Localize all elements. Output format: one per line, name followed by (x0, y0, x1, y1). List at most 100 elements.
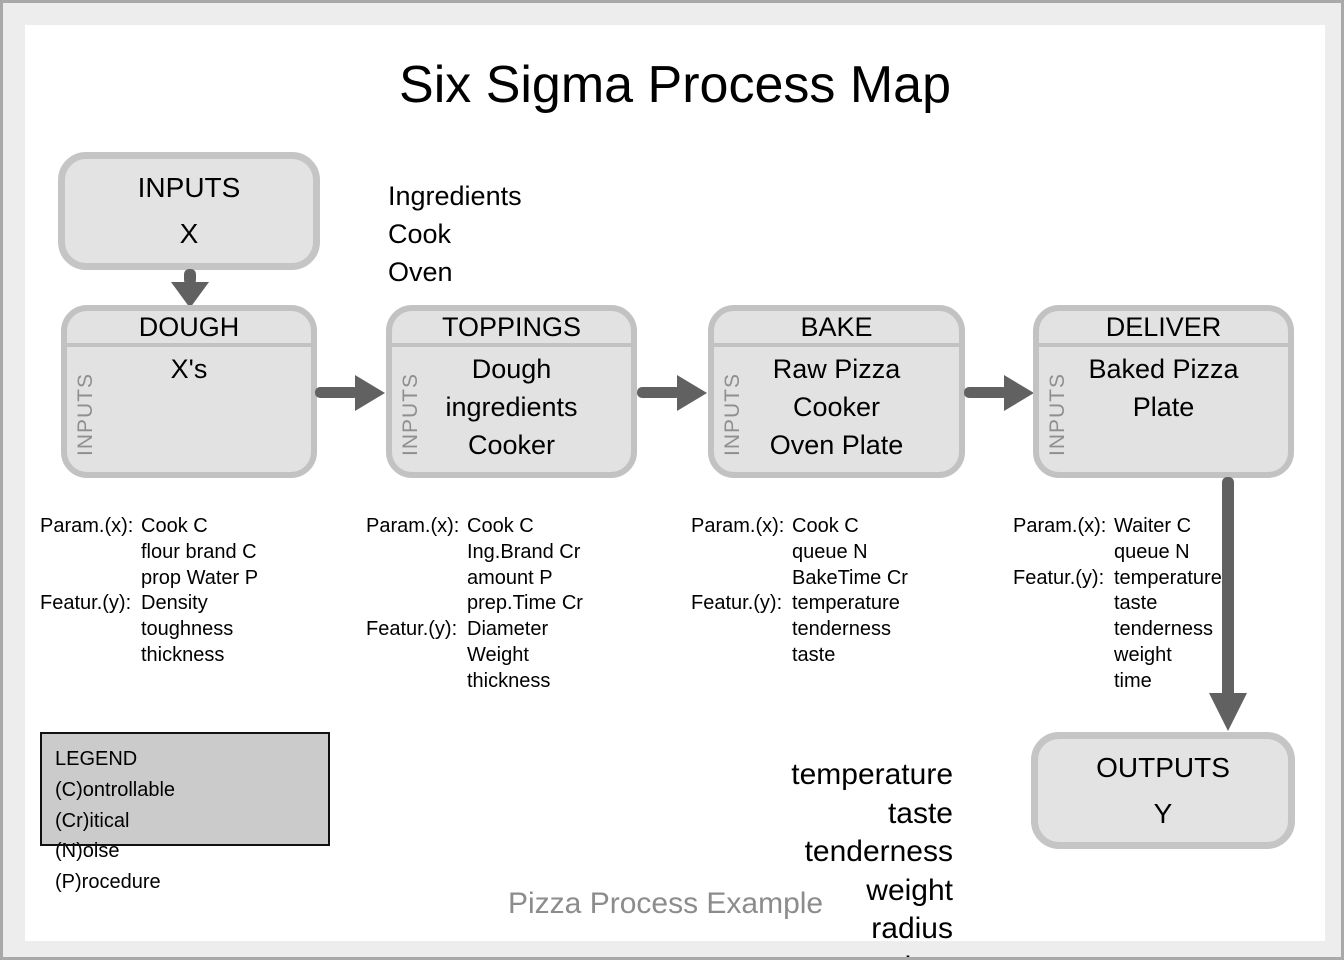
arrow-deliver-to-outputs-shaft (1222, 477, 1234, 699)
arrow-dough-to-toppings-shaft (315, 387, 359, 398)
param-label (691, 566, 792, 592)
param-label (40, 643, 141, 669)
inputs-box-symbol: X (179, 218, 199, 249)
legend-item: (Cr)itical (55, 809, 130, 832)
process-box-bake-side-label: INPUTS (721, 372, 744, 456)
output-feature-item: tenderness (804, 835, 953, 869)
param-column-toppings: Param.(x):Cook C Ing.Brand Cr amount P p… (366, 514, 583, 695)
param-value: weight (1114, 643, 1172, 666)
process-box-deliver-line: Plate (1132, 392, 1195, 422)
arrow-inputs-to-dough-shaft (184, 269, 196, 285)
param-value: flour brand C (141, 540, 257, 563)
param-value: queue N (1114, 540, 1190, 563)
param-value: temperature (1114, 566, 1222, 589)
global-input-item: Ingredients (388, 181, 522, 211)
process-box-toppings-header: TOPPINGS (392, 311, 631, 347)
arrow-bake-to-deliver-head-icon (1004, 375, 1034, 411)
process-box-toppings-body: Dough ingredients Cooker (392, 347, 631, 464)
param-column-dough: Param.(x):Cook C flour brand C prop Wate… (40, 514, 258, 669)
param-value: Cook C (792, 515, 859, 537)
process-box-toppings-line: Dough (471, 354, 552, 384)
global-inputs-list: Ingredients Cook Oven (388, 177, 522, 291)
process-box-bake-line: Cooker (792, 392, 881, 422)
param-label: Param.(x): (1013, 515, 1107, 537)
param-label (1013, 540, 1114, 566)
process-box-toppings-line: Cooker (467, 430, 556, 460)
process-box-toppings: TOPPINGS Dough ingredients Cooker INPUTS (386, 305, 637, 478)
legend-item: (C)ontrollable (55, 778, 176, 801)
param-value: Diameter (467, 618, 549, 641)
param-value: tenderness (792, 618, 891, 641)
param-label (366, 643, 467, 669)
param-value: amount P (467, 566, 553, 589)
arrow-deliver-to-outputs-head-icon (1209, 693, 1247, 731)
process-box-dough-header: DOUGH (67, 311, 311, 347)
arrow-bake-to-deliver-shaft (964, 387, 1008, 398)
param-label: Param.(x): (40, 515, 134, 537)
param-label (40, 540, 141, 566)
param-label (1013, 669, 1114, 695)
param-label (1013, 643, 1114, 669)
param-value: BakeTime Cr (792, 566, 908, 589)
process-box-bake-body: Raw Pizza Cooker Oven Plate (714, 347, 959, 464)
output-feature-list: temperature taste tenderness weight radi… (603, 756, 953, 957)
arrow-toppings-to-bake-shaft (637, 387, 681, 398)
param-label (691, 617, 792, 643)
param-label: Featur.(y): (691, 592, 783, 615)
process-box-bake-header: BAKE (714, 311, 959, 347)
outputs-box-symbol: Y (1153, 797, 1173, 829)
param-label: Featur.(y): (40, 592, 132, 615)
param-value: Ing.Brand Cr (467, 540, 581, 563)
legend-box (40, 732, 330, 846)
param-value: prop Water P (141, 566, 259, 589)
param-value: taste (1114, 592, 1158, 615)
param-label (366, 591, 467, 617)
output-feature-item: weight (866, 873, 953, 907)
arrow-inputs-to-dough-head-icon (171, 282, 209, 308)
param-value: prep.Time Cr (467, 592, 583, 615)
param-value: Density (141, 592, 208, 615)
param-label: Featur.(y): (1013, 566, 1105, 589)
arrow-toppings-to-bake-head-icon (677, 375, 707, 411)
param-label (366, 540, 467, 566)
arrow-dough-to-toppings-head-icon (355, 375, 385, 411)
global-input-item: Oven (388, 257, 453, 287)
page-title: Six Sigma Process Map (399, 56, 951, 114)
param-label (691, 540, 792, 566)
param-column-deliver: Param.(x): Waiter C queue N Featur.(y): te… (1013, 514, 1222, 695)
legend-box-border (40, 732, 330, 846)
param-label (691, 643, 792, 669)
inputs-box-label: INPUTS (137, 172, 241, 203)
param-label (40, 617, 141, 643)
process-box-deliver-line: Baked Pizza (1088, 354, 1239, 384)
param-value: thickness (467, 669, 551, 692)
process-box-deliver-body: Baked Pizza Plate (1039, 347, 1288, 426)
process-box-dough: DOUGH X's INPUTS (61, 305, 317, 478)
process-box-dough-side-label: INPUTS (74, 372, 97, 456)
param-value: queue N (792, 540, 868, 563)
param-label: Param.(x): (691, 515, 785, 537)
param-value: Waiter C (1114, 515, 1192, 537)
process-box-bake-line: Oven Plate (769, 430, 904, 460)
output-feature-item: taste (887, 796, 953, 830)
param-label (366, 566, 467, 592)
param-value: temperature (792, 592, 900, 615)
output-feature-item: time (603, 949, 953, 957)
param-value: tenderness (1114, 618, 1213, 641)
process-box-deliver-header: DELIVER (1039, 311, 1288, 347)
param-column-bake: Param.(x): Cook C queue N BakeTime Cr Fea… (691, 514, 908, 669)
param-value: Weight (467, 643, 529, 666)
legend-item: (P)rocedure (55, 871, 161, 893)
param-label (1013, 617, 1114, 643)
output-feature-item: temperature (791, 758, 953, 791)
global-input-item: Cook (388, 219, 452, 249)
process-box-bake: BAKE Raw Pizza Cooker Oven Plate INPUTS (708, 305, 965, 478)
output-feature-item: radius (871, 912, 953, 946)
process-box-deliver: DELIVER Baked Pizza Plate INPUTS (1033, 305, 1294, 478)
outputs-box-label: OUTPUTS (1096, 751, 1230, 783)
param-value: toughness (141, 618, 234, 641)
param-label (1013, 591, 1114, 617)
legend-title: LEGEND (55, 748, 138, 770)
param-label (366, 669, 467, 695)
